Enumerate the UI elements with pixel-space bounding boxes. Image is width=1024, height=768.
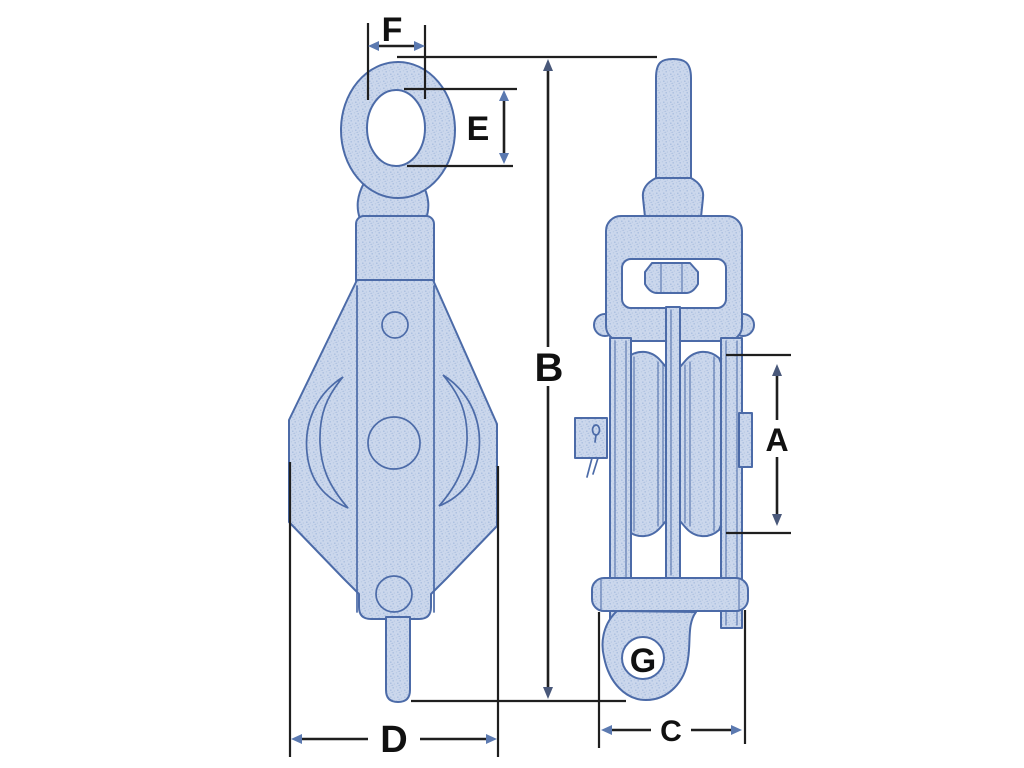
dim-c-arrow-right bbox=[731, 725, 742, 735]
bottom-cross-bolt bbox=[591, 577, 749, 612]
dim-c-arrow-left bbox=[601, 725, 612, 735]
dim-b-arrow-top bbox=[543, 59, 553, 71]
shank-collar bbox=[641, 177, 705, 218]
swivel-shank bbox=[655, 58, 692, 183]
becket-hole bbox=[621, 636, 665, 680]
crescent-slot-right bbox=[438, 374, 481, 507]
cotter-pin-leg-1 bbox=[586, 457, 593, 478]
bottom-stem-pin bbox=[385, 616, 411, 703]
dim-a-arrow-bottom bbox=[772, 514, 782, 526]
lower-bolt-hole bbox=[375, 575, 413, 613]
axle-end-right bbox=[738, 412, 753, 468]
dim-f-arrow-right bbox=[414, 41, 425, 51]
dim-label-a: A bbox=[765, 422, 788, 458]
dim-b-arrow-bottom bbox=[543, 687, 553, 699]
dimension-annotations: F E B D A C G bbox=[288, 11, 791, 761]
dim-label-b: B bbox=[535, 346, 564, 390]
axle-hole bbox=[367, 416, 421, 470]
side-view bbox=[288, 61, 498, 703]
dim-label-f: F bbox=[382, 11, 403, 49]
dim-e-arrow-bottom bbox=[499, 153, 509, 164]
upper-bolt-hole bbox=[381, 311, 409, 339]
dim-label-e: E bbox=[467, 110, 490, 148]
dim-label-g: G bbox=[630, 642, 656, 680]
dim-label-c: C bbox=[660, 715, 682, 748]
eye-hole bbox=[366, 89, 426, 167]
dim-d-arrow-left bbox=[291, 734, 302, 744]
center-divider-strap bbox=[665, 306, 681, 579]
dim-label-d: D bbox=[380, 719, 407, 761]
dim-d-arrow-right bbox=[486, 734, 497, 744]
cotter-pin-leg-2 bbox=[592, 457, 599, 475]
dim-f-arrow-left bbox=[368, 41, 379, 51]
hex-nut bbox=[644, 262, 699, 294]
dim-e-arrow-top bbox=[499, 90, 509, 101]
cotter-pin-tail bbox=[594, 434, 597, 443]
front-view bbox=[574, 58, 755, 701]
dim-a-arrow-top bbox=[772, 364, 782, 376]
crescent-slot-left bbox=[305, 376, 349, 509]
upper-strap bbox=[355, 215, 435, 289]
block-body bbox=[288, 279, 498, 620]
axle-end-left bbox=[574, 417, 608, 459]
